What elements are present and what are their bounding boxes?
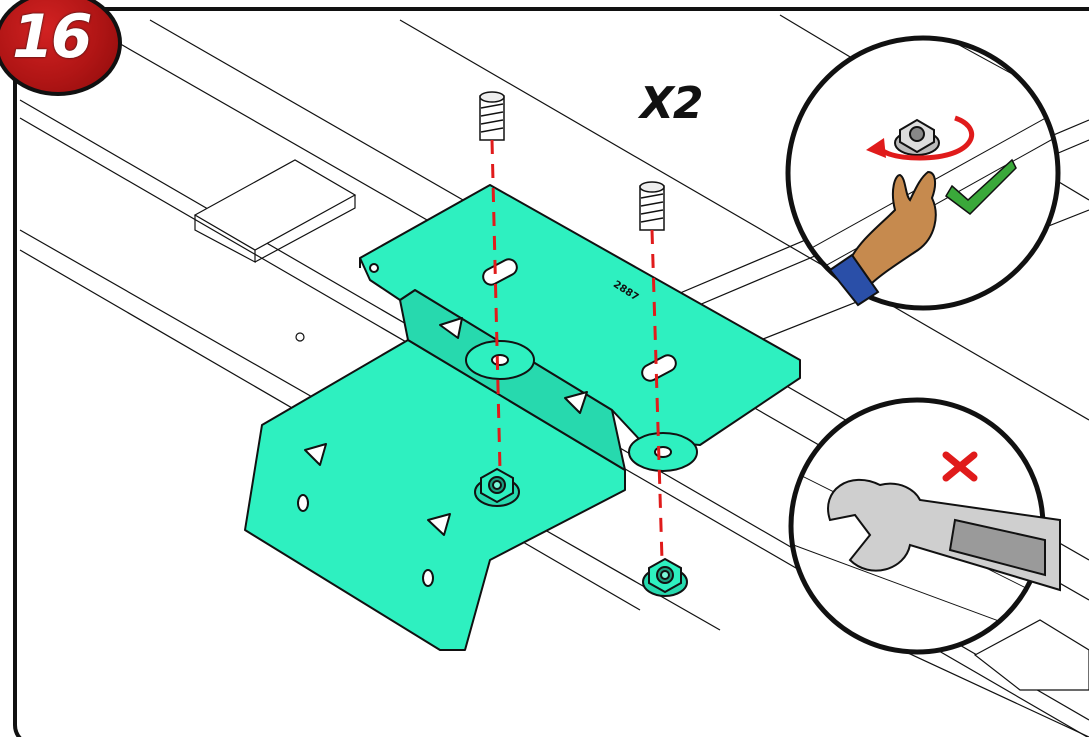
rotate-arrow-icon: [866, 115, 975, 161]
flange-nut-left: [474, 467, 520, 507]
bolt-left: [479, 91, 505, 141]
step-number-badge: 16: [0, 0, 122, 96]
flange-nut-right: [642, 557, 688, 597]
step-number: 16: [12, 2, 92, 72]
washer-left: [465, 340, 535, 380]
mounting-bracket: [244, 184, 801, 651]
hand-tighten-callout: [785, 35, 1061, 311]
no-wrench-callout: [788, 397, 1061, 655]
bolt-right: [639, 181, 665, 231]
alignment-guides: [490, 139, 664, 561]
checkmark-icon: [945, 158, 1017, 215]
cross-icon: [942, 451, 978, 482]
wrench-icon: [827, 479, 1061, 592]
quantity-label: X2: [640, 78, 704, 129]
flange-nut-icon: [894, 118, 940, 156]
hand-icon: [828, 170, 937, 307]
step-frame: [13, 7, 1089, 737]
